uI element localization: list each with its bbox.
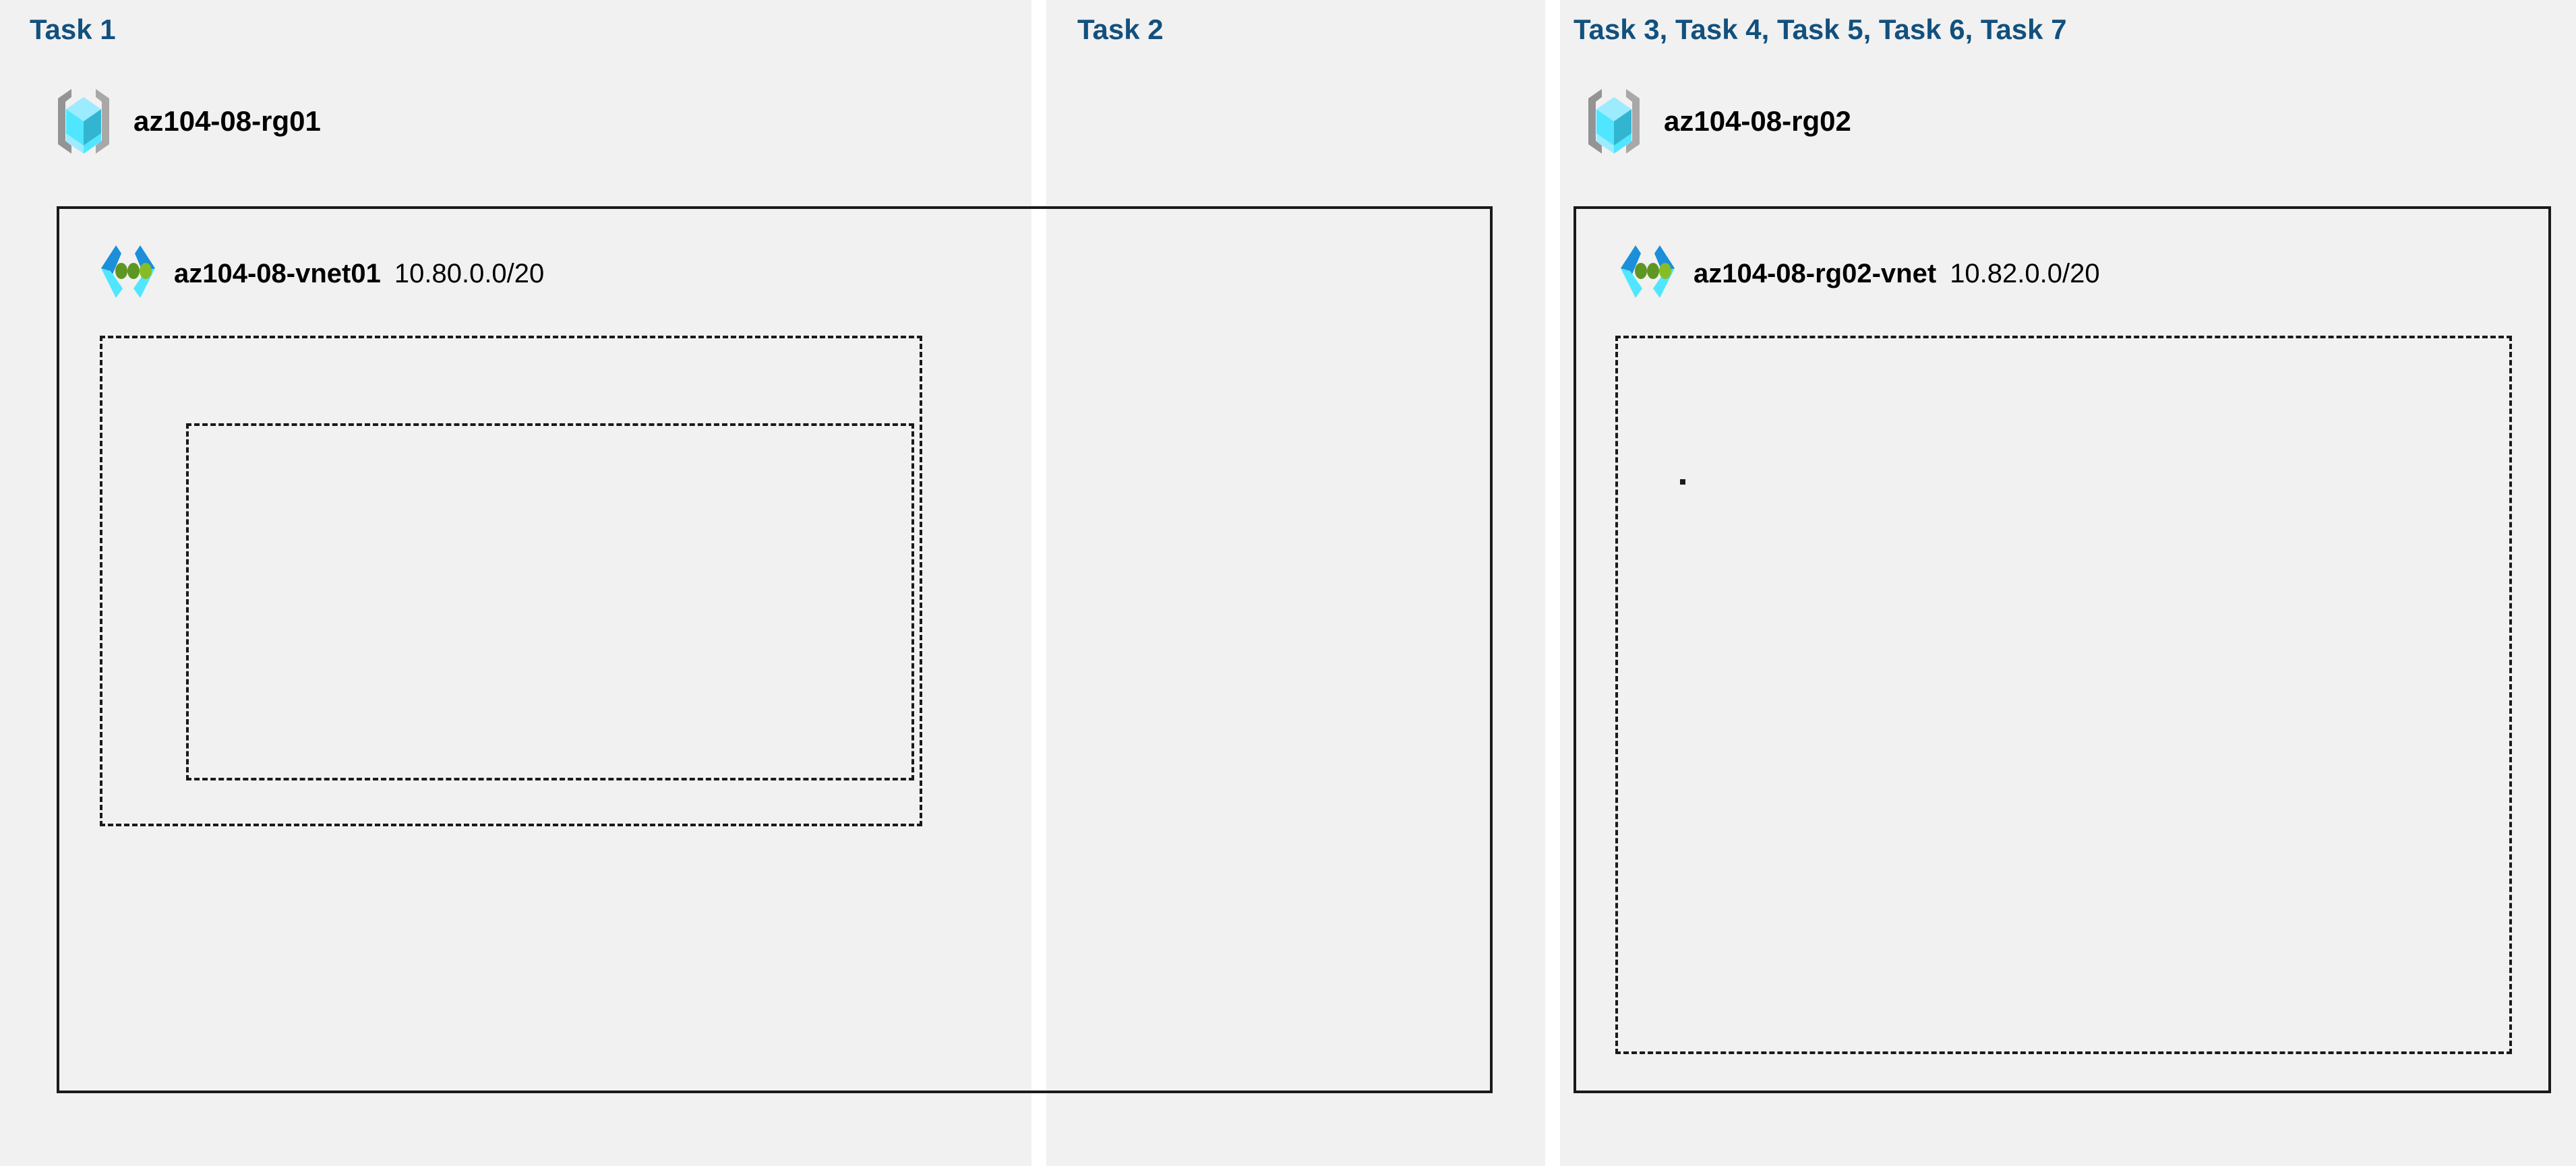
vnet01-header: az104-08-vnet01 10.80.0.0/20 — [96, 241, 544, 307]
panel-task1 — [0, 0, 1031, 1166]
vnet02-cidr: 10.82.0.0/20 — [1950, 259, 2100, 288]
vnet01-name: az104-08-vnet01 — [174, 259, 381, 288]
resource-group-rg02: az104-08-rg02 — [1582, 86, 1851, 156]
task3-heading: Task 3, Task 4, Task 5, Task 6, Task 7 — [1574, 13, 2067, 45]
panel-task2 — [1046, 0, 1545, 1166]
virtual-network-icon — [96, 241, 160, 307]
virtual-network-icon — [1615, 241, 1680, 307]
vnet02-boundary — [1574, 206, 2551, 1093]
resource-group-name: az104-08-rg02 — [1664, 105, 1851, 137]
vnet02-name: az104-08-rg02-vnet — [1694, 259, 1937, 288]
subnet0-inner-boundary-rg02 — [1680, 479, 1685, 485]
resource-group-icon — [51, 86, 116, 156]
task1-heading: Task 1 — [30, 13, 116, 45]
resource-group-icon — [1582, 86, 1646, 156]
subnet0-boundary-rg01 — [100, 336, 922, 826]
vnet02-header: az104-08-rg02-vnet 10.82.0.0/20 — [1615, 241, 2100, 307]
vnet01-boundary — [57, 206, 1493, 1093]
resource-group-rg01: az104-08-rg01 — [51, 86, 321, 156]
panel-task3 — [1560, 0, 2576, 1166]
availability-zones-boundary — [186, 423, 914, 780]
task2-heading: Task 2 — [1077, 13, 1164, 45]
vnet01-cidr: 10.80.0.0/20 — [394, 259, 545, 288]
subnet0-boundary-rg02 — [1615, 336, 2512, 1054]
resource-group-name: az104-08-rg01 — [133, 105, 321, 137]
